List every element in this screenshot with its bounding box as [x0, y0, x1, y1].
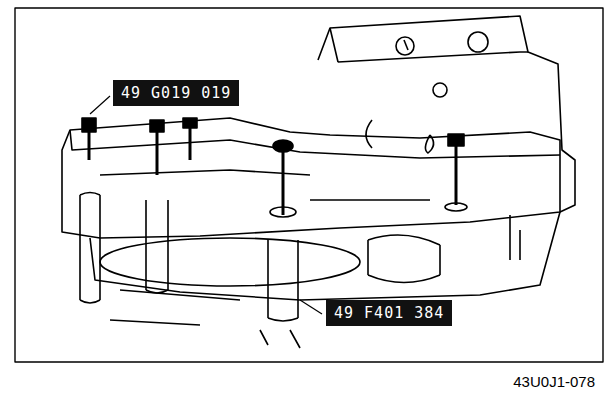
bolt-hole	[404, 40, 408, 50]
tool-bolt	[146, 120, 168, 293]
housing-edge	[330, 28, 528, 62]
case-flange	[70, 130, 560, 158]
tool-bolt	[80, 118, 100, 303]
main-case	[62, 118, 560, 238]
leader-line	[300, 300, 322, 314]
figure-id: 43U0J1-078	[513, 373, 595, 390]
case-rib	[100, 170, 430, 200]
stud	[510, 215, 520, 260]
case-opening	[100, 238, 360, 286]
tool-bolt	[183, 118, 197, 160]
tool-number-box: 49 F401 384	[326, 300, 452, 326]
cylinder	[368, 235, 440, 282]
leader-line	[90, 96, 110, 114]
bolt-hole	[396, 37, 414, 55]
tool-bolt	[445, 134, 467, 211]
figure-frame	[15, 8, 603, 362]
tool-bolt	[268, 140, 298, 321]
upper-housing	[318, 16, 575, 212]
bolt-hole	[468, 32, 488, 52]
lower-case	[90, 212, 560, 300]
bolt-hole	[433, 83, 447, 97]
tool-number: 49 G019 019	[121, 83, 231, 103]
tool-number-box: 49 G019 019	[113, 80, 239, 106]
tool-number: 49 F401 384	[334, 303, 444, 323]
stand-detail	[110, 290, 300, 348]
